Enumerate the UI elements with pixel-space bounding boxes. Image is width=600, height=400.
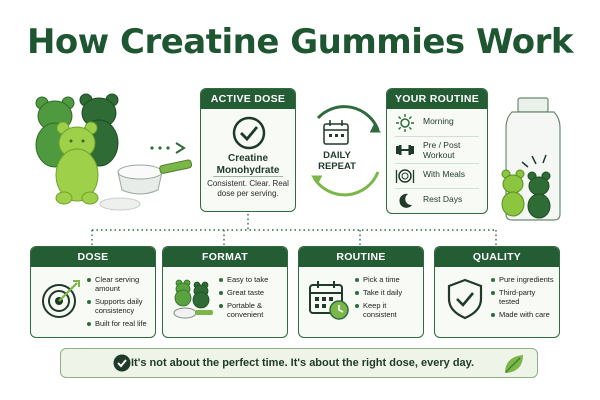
pillar-bullet: Third-party tested (491, 288, 557, 306)
check-badge-icon (113, 354, 131, 372)
active-dose-description: Consistent. Clear. Real dose per serving… (207, 179, 289, 198)
pillar-header: FORMAT (163, 247, 287, 267)
calendar-icon (323, 120, 349, 145)
pillar-header: QUALITY (435, 247, 559, 267)
leaf-icon (505, 355, 523, 373)
pillar-header: DOSE (31, 247, 155, 267)
routine-separator (395, 163, 479, 164)
routine-item-label: Rest Days (423, 194, 463, 204)
bottle-illustration (501, 97, 561, 221)
pillar-card-dose: DOSE Clear serving amount Supports daily… (30, 246, 156, 338)
pillar-bullet: Pure ingredients (491, 275, 557, 284)
pillar-bullet: Take it daily (355, 288, 421, 297)
pillar-bullet: Made with care (491, 310, 557, 319)
routine-separator (395, 188, 479, 189)
routine-item-workout: Pre / Post Workout (395, 140, 487, 160)
pillar-header: ROUTINE (299, 247, 423, 267)
active-dose-divider (213, 176, 283, 177)
routine-separator (395, 136, 479, 137)
daily-repeat-cycle (311, 105, 381, 197)
pillar-bullet: Pick a time (355, 275, 421, 284)
gummy-bears-illustration (35, 93, 119, 205)
calendar-clock-icon (309, 281, 349, 320)
routine-item-morning: Morning (395, 113, 487, 133)
check-circle-icon (232, 116, 266, 150)
pillar-bullet: Supports daily consistency (87, 297, 153, 315)
routine-item-label: With Meals (423, 169, 466, 179)
shield-check-icon (447, 278, 483, 320)
your-routine-card: YOUR ROUTINE Morning Pre / Post Workout … (386, 88, 488, 214)
routine-item-label: Morning (423, 116, 454, 126)
dumbbell-icon (396, 145, 414, 155)
pillar-bullet: Clear serving amount (87, 275, 153, 293)
active-dose-card: ACTIVE DOSE Creatine Monohydrate Consist… (200, 88, 296, 212)
pillar-card-format: FORMAT Easy to take Great taste Portable… (162, 246, 288, 338)
pillar-bullet: Easy to take (219, 275, 285, 284)
page-title: How Creatine Gummies Work (26, 22, 574, 62)
active-dose-header: ACTIVE DOSE (201, 89, 295, 109)
pillar-bullet: Portable & convenient (219, 301, 285, 319)
pillar-card-quality: QUALITY Pure ingredients Third-party tes… (434, 246, 560, 338)
pillar-card-routine: ROUTINE Pick a time Take it daily Keep i… (298, 246, 424, 338)
moon-icon (399, 193, 412, 208)
footer-banner: It's not about the perfect time. It's ab… (60, 348, 538, 378)
plate-icon (395, 169, 415, 183)
routine-item-meals: With Meals (395, 166, 487, 186)
connector-lines (91, 214, 497, 246)
flow-arrow (150, 142, 186, 154)
daily-repeat-label: DAILY REPEAT (318, 150, 356, 172)
active-dose-name: Creatine Monohydrate (216, 153, 280, 176)
gummy-scoop-icon (173, 279, 213, 319)
footer-text: It's not about the perfect time. It's ab… (131, 357, 475, 369)
sun-icon (396, 114, 414, 132)
pillar-bullet: Built for real life (87, 319, 153, 328)
your-routine-header: YOUR ROUTINE (387, 89, 487, 109)
routine-item-rest: Rest Days (395, 191, 487, 211)
target-icon (42, 280, 80, 318)
routine-item-label: Pre / Post Workout (423, 140, 461, 160)
powder-scoop-illustration (99, 159, 193, 211)
pillar-bullet: Keep it consistent (355, 301, 421, 319)
pillar-bullet: Great taste (219, 288, 285, 297)
